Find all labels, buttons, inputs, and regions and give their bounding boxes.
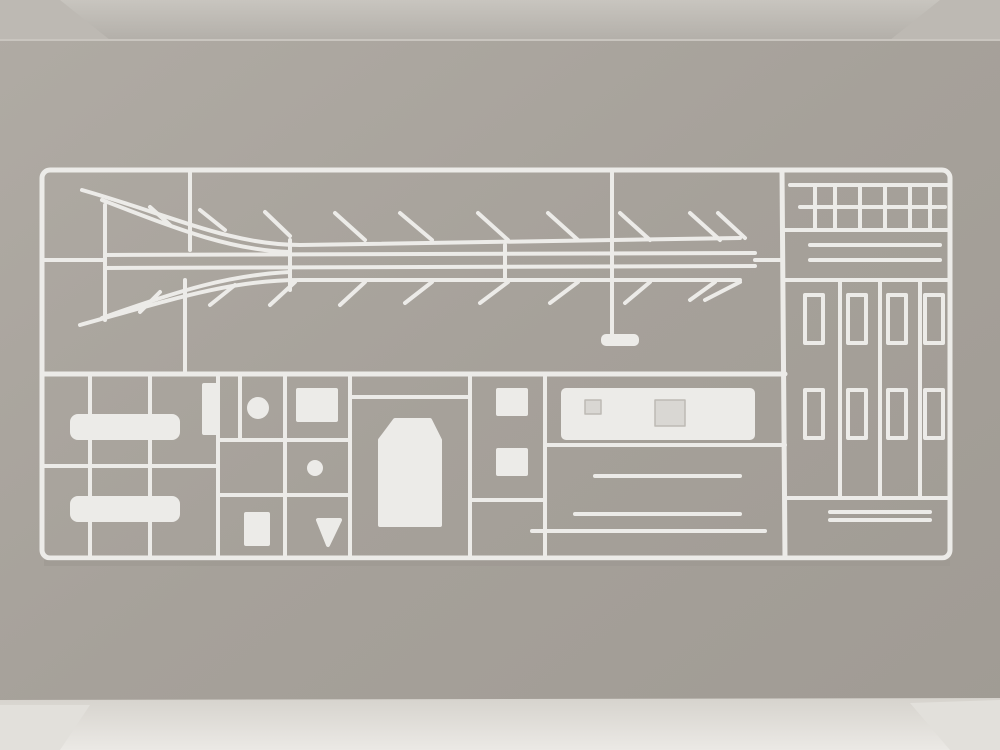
box-bottom-flap xyxy=(0,698,1000,750)
sprue-frame xyxy=(39,167,953,561)
box-top-flap xyxy=(0,0,1000,41)
sprue-shadow xyxy=(44,560,950,566)
